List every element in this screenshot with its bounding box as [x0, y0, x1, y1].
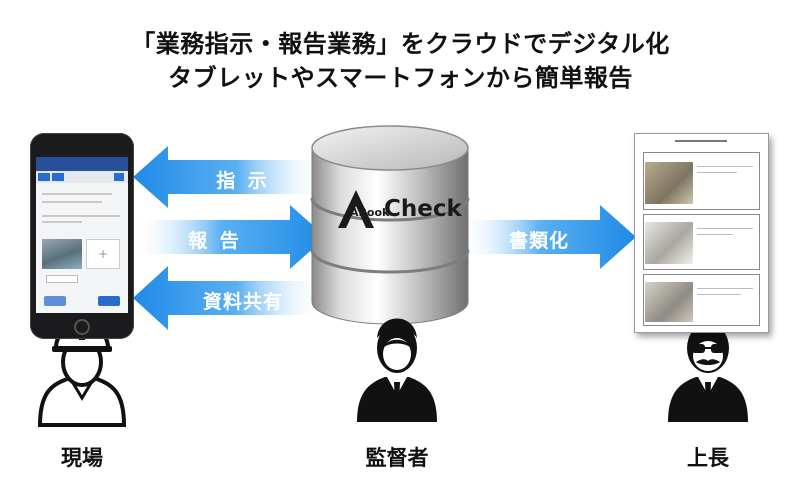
phone-photo	[42, 239, 82, 269]
documents-arrow	[462, 205, 636, 269]
doc-photo	[645, 282, 693, 322]
database-icon	[310, 125, 470, 325]
boss-icon	[668, 323, 748, 422]
phone-input	[46, 275, 78, 283]
phone-button-left	[44, 296, 66, 306]
share-label: 資料共有	[202, 291, 283, 313]
doc-photo	[645, 222, 693, 264]
doc-text-line	[697, 228, 753, 229]
report-arrow	[136, 205, 326, 269]
report-document	[634, 133, 769, 333]
smartphone: +	[30, 133, 134, 339]
phone-app-header	[36, 157, 128, 171]
phone-text-line	[42, 201, 102, 203]
report-label: 報 告	[188, 230, 242, 252]
phone-text-line	[42, 215, 120, 217]
doc-row	[643, 152, 760, 210]
phone-text-line	[42, 221, 82, 223]
phone-home-button	[74, 319, 90, 335]
title-line-2: タブレットやスマートフォンから簡単報告	[168, 64, 633, 92]
worker-icon	[37, 323, 127, 427]
title-line-1: 「業務指示・報告業務」をクラウドでデジタル化	[131, 30, 670, 58]
field-label: 現場	[61, 446, 103, 470]
phone-screen: +	[36, 157, 128, 313]
logo-prefix: ABook	[350, 206, 390, 219]
doc-heading-line	[675, 140, 727, 142]
instruction-label: 指 示	[216, 170, 270, 192]
logo-suffix: Check	[384, 196, 462, 222]
doc-text-line	[697, 172, 737, 173]
doc-text-line	[697, 288, 753, 289]
documents-label: 書類化	[508, 230, 569, 252]
instruction-arrow	[133, 146, 322, 208]
share-arrow	[133, 266, 322, 330]
phone-tab-1	[38, 173, 50, 181]
doc-text-line	[697, 166, 753, 167]
doc-row	[643, 214, 760, 270]
doc-text-line	[697, 294, 741, 295]
doc-photo	[645, 162, 693, 204]
supervisor-icon	[357, 318, 437, 422]
phone-app-tabs	[36, 171, 128, 183]
phone-tab-2	[52, 173, 64, 181]
phone-text-line	[42, 193, 112, 195]
boss-label: 上長	[687, 446, 729, 470]
phone-button-right	[98, 296, 120, 306]
phone-tab-3	[114, 173, 124, 181]
supervisor-label: 監督者	[365, 446, 429, 470]
doc-text-line	[697, 234, 733, 235]
doc-row	[643, 274, 760, 326]
phone-add-photo: +	[86, 239, 120, 269]
